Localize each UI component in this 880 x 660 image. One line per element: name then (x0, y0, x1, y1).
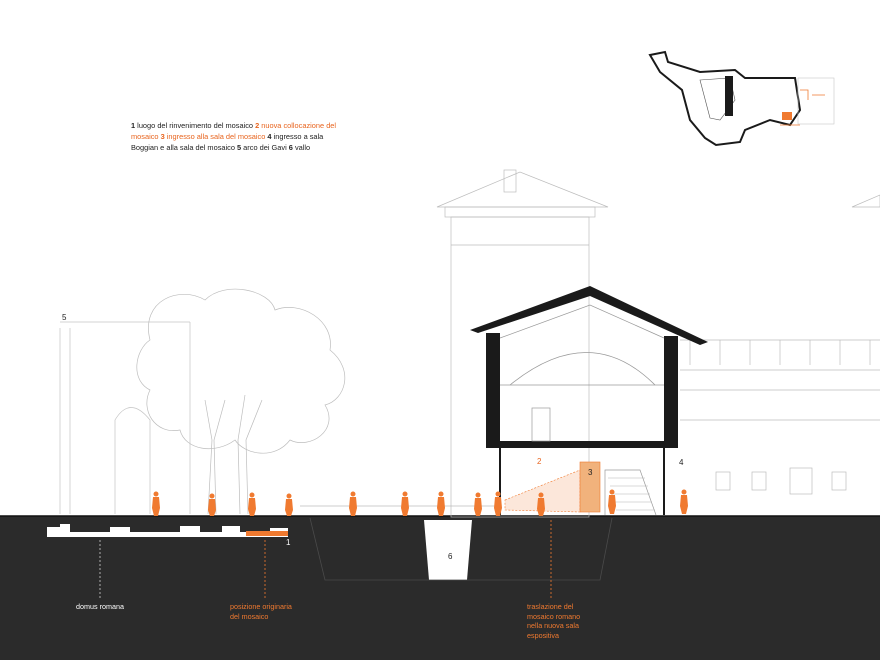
caption-traslazione-line-3: nella nuova sala (527, 621, 579, 630)
people-silhouettes (152, 489, 688, 516)
legend-num-3: 3 (160, 132, 165, 141)
museum-hall-section (470, 286, 708, 516)
legend-text-3: ingresso alla sala del mosaico (164, 132, 268, 141)
castle-wall (680, 194, 880, 495)
legend-num-6: 6 (288, 143, 293, 152)
caption-domus-romana: domus romana (76, 602, 124, 612)
new-mosaic-display (504, 461, 601, 513)
arco-dei-gavi (59, 321, 191, 514)
vallo-pit (424, 520, 472, 580)
caption-originaria-line-1: posizione originaria (230, 602, 292, 611)
caption-originaria-line-2: del mosaico (230, 611, 269, 621)
legend-text-1: luogo del rinvenimento del mosaico (135, 121, 256, 130)
castle-tower (436, 169, 609, 518)
legend-text-4: ingresso a sala Boggian e alla sala del … (131, 132, 324, 152)
key-plan (648, 50, 835, 147)
legend-text-6: vallo (292, 143, 311, 152)
caption-traslazione: traslazione del mosaico romano nella nuo… (527, 602, 585, 640)
caption-traslazione-line-2: mosaico romano (527, 611, 581, 621)
original-mosaic-position (246, 531, 288, 536)
legend-num-4: 4 (267, 132, 272, 141)
caption-traslazione-line-1: traslazione del (527, 602, 574, 611)
legend-text-2: nuova collocazione del mosaico (131, 121, 337, 141)
legend: 1 luogo del rinvenimento del mosaico 2 n… (131, 120, 341, 153)
caption-domus-line: domus romana (76, 602, 124, 611)
trees (136, 288, 346, 515)
domus-romana-remains (47, 524, 288, 537)
marker-5: 5 (62, 313, 67, 322)
legend-text-5: arco dei Gavi (241, 143, 289, 152)
caption-posizione-originaria: posizione originaria del mosaico (230, 602, 292, 621)
legend-num-2: 2 (255, 121, 260, 130)
caption-traslazione-line-4: espositiva (527, 630, 559, 640)
legend-num-5: 5 (237, 143, 242, 152)
legend-num-1: 1 (131, 121, 136, 130)
marker-2: 2 (537, 457, 542, 466)
marker-6: 6 (448, 552, 453, 561)
marker-3: 3 (588, 468, 593, 477)
marker-4: 4 (679, 458, 684, 467)
marker-1: 1 (286, 538, 291, 547)
